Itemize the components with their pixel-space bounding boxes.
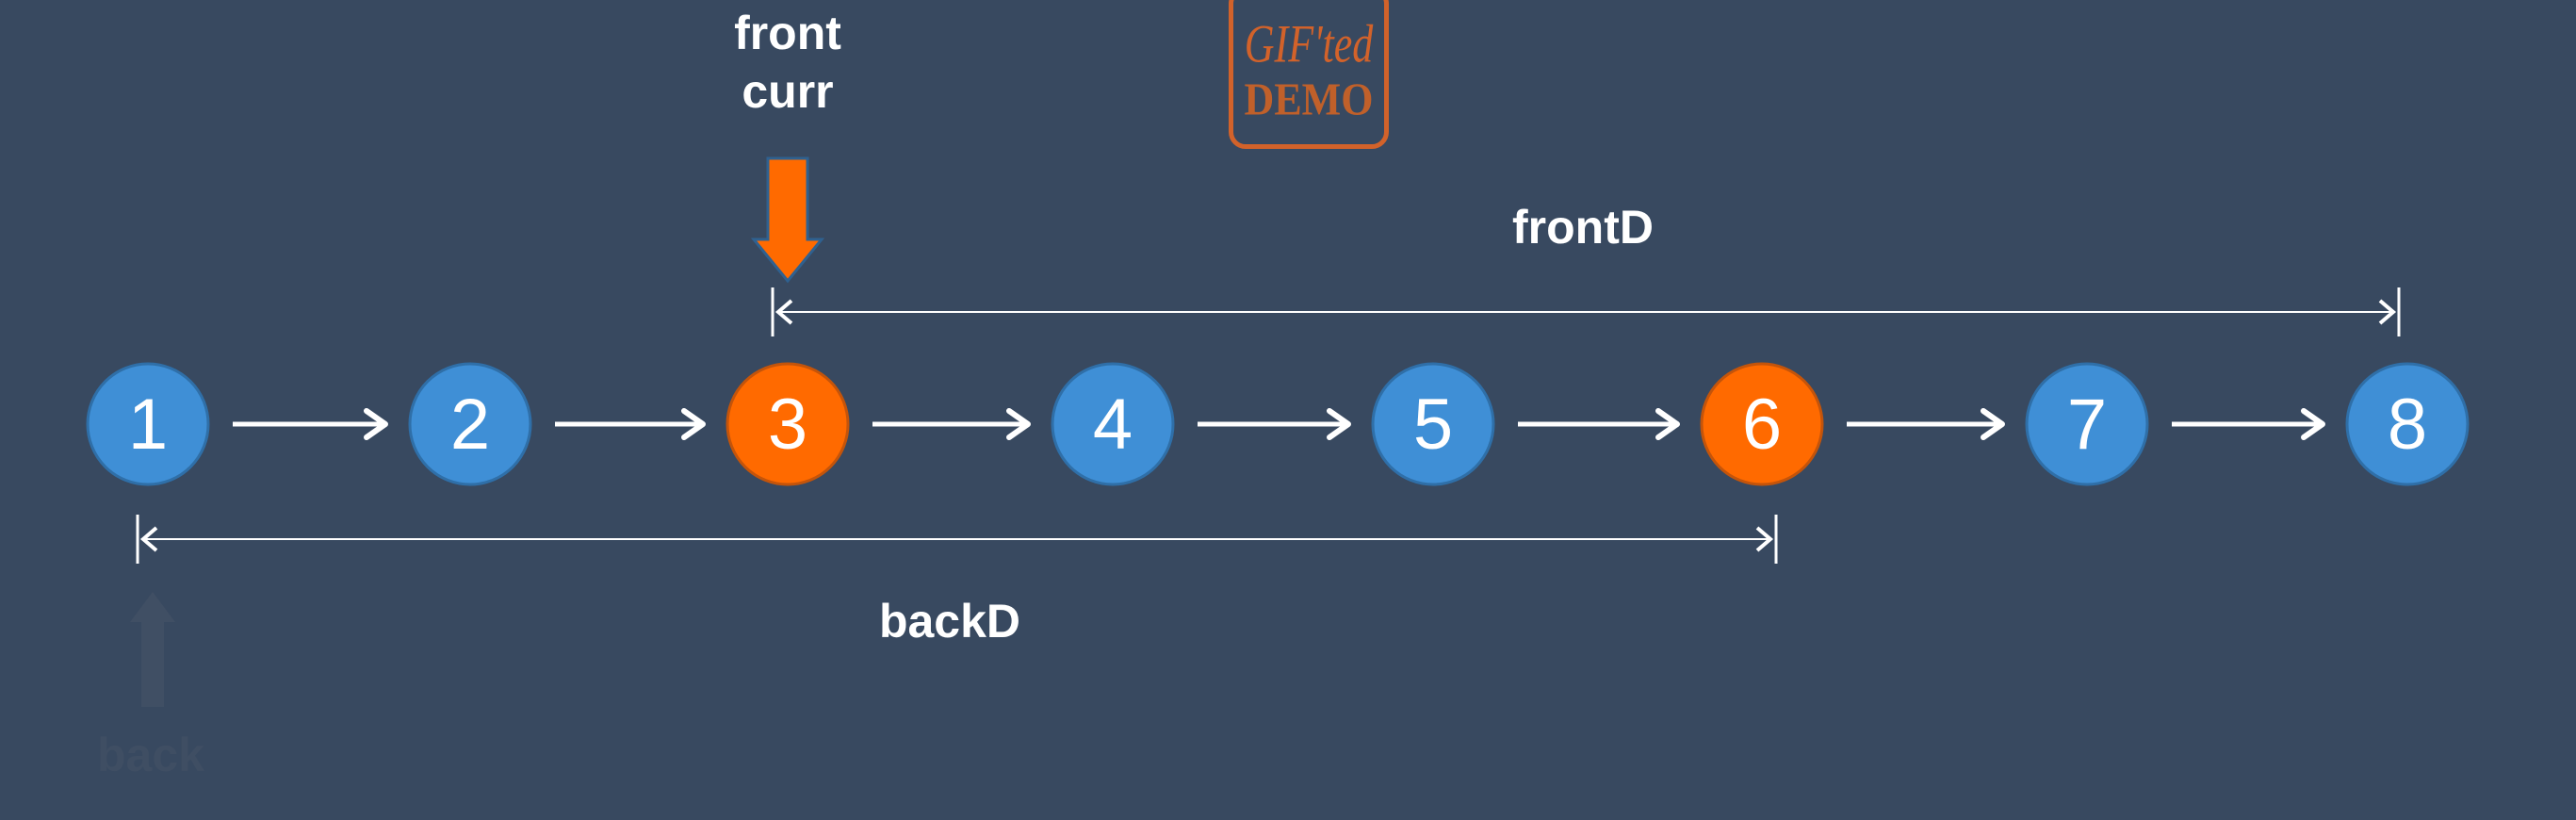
node-label: 8	[2388, 385, 2427, 465]
front-pointer-arrow-icon	[750, 156, 825, 284]
node-label: 1	[128, 385, 168, 465]
back-label: back	[97, 729, 204, 781]
frontD-arrowhead-end	[2378, 299, 2397, 325]
backD-arrowhead-end	[1755, 526, 1774, 552]
front-label: front	[734, 7, 841, 59]
backD-arrowhead-start	[139, 526, 158, 552]
link-arrowhead	[1006, 408, 1031, 440]
frontD-label: frontD	[1512, 201, 1654, 254]
list-node	[1700, 362, 1824, 486]
link-arrowhead	[1981, 408, 2005, 440]
link-arrowhead	[681, 408, 706, 440]
watermark-line2: DEMO	[1244, 74, 1374, 125]
node-label: 3	[768, 385, 807, 465]
link-arrowhead	[364, 408, 388, 440]
link-arrowhead	[2301, 408, 2325, 440]
node-label: 6	[1742, 385, 1782, 465]
backD-label: backD	[878, 595, 1021, 648]
frontD-arrowhead-start	[774, 299, 793, 325]
link-arrowhead	[1327, 408, 1351, 440]
list-node	[726, 362, 850, 486]
node-label: 5	[1413, 385, 1453, 465]
link-arrowhead	[1655, 408, 1680, 440]
node-label: 4	[1093, 385, 1133, 465]
watermark-logo: GIF'ted DEMO	[1229, 0, 1389, 149]
watermark-line1: GIF'ted	[1244, 13, 1374, 74]
list-node	[1371, 362, 1495, 486]
list-node	[408, 362, 532, 486]
back-pointer-arrow-icon	[130, 592, 175, 707]
node-label: 2	[450, 385, 490, 465]
list-node	[2345, 362, 2470, 486]
list-node	[2025, 362, 2149, 486]
list-node	[86, 362, 210, 486]
list-node	[1051, 362, 1175, 486]
node-label: 7	[2067, 385, 2107, 465]
curr-label: curr	[742, 65, 834, 118]
